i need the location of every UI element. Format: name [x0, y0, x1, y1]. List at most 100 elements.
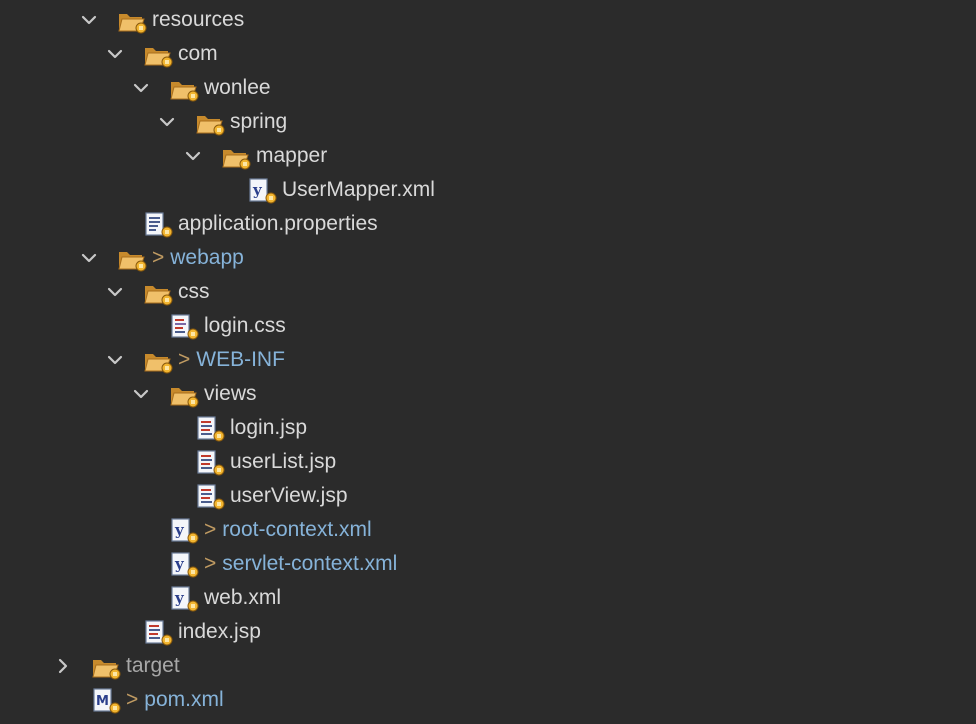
tree-item-label: >webapp: [152, 244, 244, 272]
tree-item-label: target: [126, 652, 180, 680]
tree-item[interactable]: application.properties: [0, 207, 976, 241]
tree-item[interactable]: >webapp: [0, 241, 976, 275]
tree-item-text: web.xml: [204, 586, 282, 609]
chevron-down-icon[interactable]: [130, 383, 152, 405]
tree-item-text: WEB-INF: [196, 348, 285, 371]
tree-item-label: userView.jsp: [230, 482, 348, 510]
svg-text:y: y: [174, 589, 185, 607]
tree-item-label: index.jsp: [178, 618, 261, 646]
tree-item-label: >root-context.xml: [204, 516, 372, 544]
tree-item-label: application.properties: [178, 210, 378, 238]
tree-item-text: webapp: [170, 246, 244, 269]
tree-item[interactable]: spring: [0, 105, 976, 139]
xml-file-icon: y: [169, 551, 199, 579]
tree-item-text: pom.xml: [144, 688, 224, 711]
tree-item-label: spring: [230, 108, 287, 136]
tree-item-text: resources: [152, 8, 245, 31]
folder-icon: [91, 653, 121, 681]
tree-item-text: root-context.xml: [222, 518, 372, 541]
tree-item[interactable]: wonlee: [0, 71, 976, 105]
jsp-file-icon: [195, 449, 225, 477]
tree-item-text: login.css: [204, 314, 286, 337]
tree-item-label: >pom.xml: [126, 686, 224, 714]
folder-icon: [143, 347, 173, 375]
tree-item-label: userList.jsp: [230, 448, 336, 476]
tree-item[interactable]: y >root-context.xml: [0, 513, 976, 547]
tree-item[interactable]: login.css: [0, 309, 976, 343]
chevron-right-icon[interactable]: [52, 655, 74, 677]
properties-file-icon: [143, 211, 173, 239]
tree-item-text: spring: [230, 110, 288, 133]
tree-item-text: com: [178, 42, 218, 65]
tree-item[interactable]: >WEB-INF: [0, 343, 976, 377]
folder-icon: [195, 109, 225, 137]
jsp-file-icon: [195, 415, 225, 443]
svg-text:y: y: [252, 181, 263, 199]
folder-icon: [117, 245, 147, 273]
tree-item[interactable]: resources: [0, 3, 976, 37]
tree-item-text: userList.jsp: [230, 450, 337, 473]
tree-item-label: mapper: [256, 142, 327, 170]
chevron-down-icon[interactable]: [78, 247, 100, 269]
tree-item-label: views: [204, 380, 257, 408]
chevron-down-icon[interactable]: [130, 77, 152, 99]
tree-item-text: views: [204, 382, 257, 405]
tree-item[interactable]: com: [0, 37, 976, 71]
modified-marker: >: [204, 518, 217, 541]
tree-item-label: css: [178, 278, 210, 306]
xml-file-icon: y: [247, 177, 277, 205]
svg-text:y: y: [174, 555, 185, 573]
chevron-down-icon[interactable]: [104, 43, 126, 65]
svg-text:y: y: [174, 521, 185, 539]
tree-item[interactable]: views: [0, 377, 976, 411]
tree-item-text: login.jsp: [230, 416, 308, 439]
tree-item-label: >servlet-context.xml: [204, 550, 397, 578]
tree-item-text: index.jsp: [178, 620, 261, 643]
folder-icon: [221, 143, 251, 171]
tree-item-text: application.properties: [178, 212, 378, 235]
xml-file-icon: y: [169, 585, 199, 613]
tree-item[interactable]: index.jsp: [0, 615, 976, 649]
css-file-icon: [169, 313, 199, 341]
tree-item-text: target: [126, 654, 180, 677]
tree-item[interactable]: userView.jsp: [0, 479, 976, 513]
tree-item-label: wonlee: [204, 74, 271, 102]
tree-item[interactable]: y UserMapper.xml: [0, 173, 976, 207]
tree-item-text: userView.jsp: [230, 484, 348, 507]
tree-item-label: resources: [152, 6, 244, 34]
folder-icon: [169, 381, 199, 409]
folder-icon: [117, 7, 147, 35]
modified-marker: >: [126, 688, 139, 711]
chevron-down-icon[interactable]: [104, 281, 126, 303]
tree-item-text: mapper: [256, 144, 328, 167]
tree-item-text: servlet-context.xml: [222, 552, 398, 575]
jsp-file-icon: [143, 619, 173, 647]
chevron-down-icon[interactable]: [182, 145, 204, 167]
modified-marker: >: [152, 246, 165, 269]
tree-item[interactable]: userList.jsp: [0, 445, 976, 479]
chevron-down-icon[interactable]: [104, 349, 126, 371]
tree-item[interactable]: target: [0, 649, 976, 683]
tree-item[interactable]: mapper: [0, 139, 976, 173]
tree-item-label: UserMapper.xml: [282, 176, 435, 204]
tree-item-text: UserMapper.xml: [282, 178, 435, 201]
tree-item[interactable]: y >servlet-context.xml: [0, 547, 976, 581]
tree-item-label: login.css: [204, 312, 286, 340]
modified-marker: >: [204, 552, 217, 575]
tree-item-text: wonlee: [204, 76, 271, 99]
chevron-down-icon[interactable]: [78, 9, 100, 31]
tree-item[interactable]: login.jsp: [0, 411, 976, 445]
tree-item-label: >WEB-INF: [178, 346, 285, 374]
tree-item[interactable]: y web.xml: [0, 581, 976, 615]
jsp-file-icon: [195, 483, 225, 511]
folder-icon: [143, 279, 173, 307]
folder-icon: [143, 41, 173, 69]
tree-item[interactable]: M >pom.xml: [0, 683, 976, 717]
maven-file-icon: M: [91, 687, 121, 715]
tree-item-label: login.jsp: [230, 414, 307, 442]
tree-item[interactable]: css: [0, 275, 976, 309]
tree-item-text: css: [178, 280, 210, 303]
chevron-down-icon[interactable]: [156, 111, 178, 133]
svg-text:M: M: [96, 694, 109, 709]
